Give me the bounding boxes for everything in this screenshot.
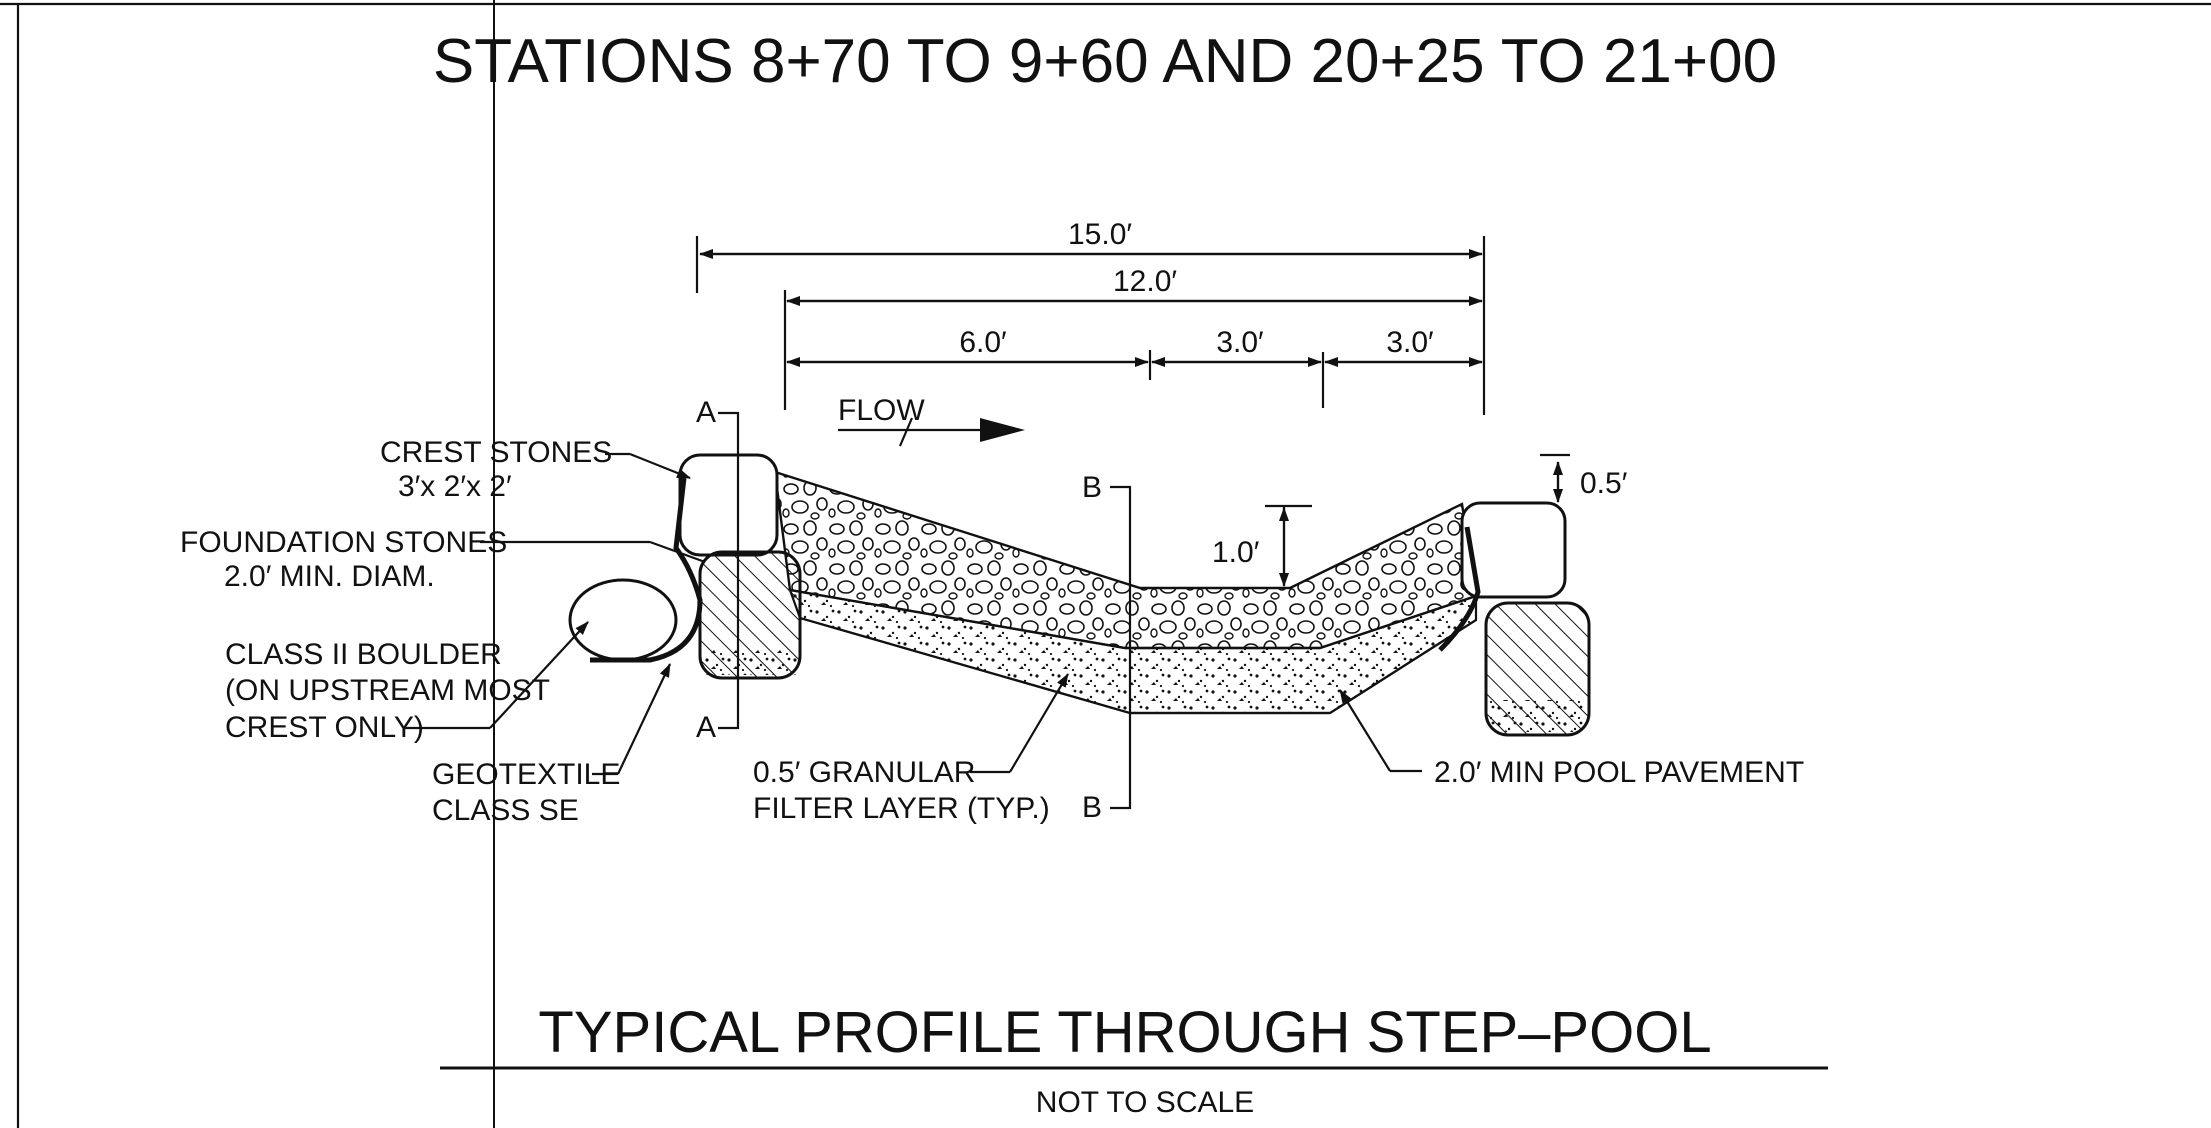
dimension-crest-rise-label: 0.5′ <box>1580 467 1628 500</box>
callout-crest-stones: CREST STONES 3′x 2′x 2′ <box>380 436 691 503</box>
section-a-top-label: A <box>696 396 716 429</box>
callout-class-ii-boulder: CLASS II BOULDER (ON UPSTREAM MOST CREST… <box>225 621 589 744</box>
dimension-pool-depth-label: 1.0′ <box>1212 536 1260 569</box>
dimension-crest-rise: 0.5′ <box>1540 453 1628 503</box>
geotextile-right <box>1438 526 1481 652</box>
pavement-bottom-line <box>799 616 1477 715</box>
dimension-pool-depth: 1.0′ <box>1212 504 1312 587</box>
dimension-seg1-label: 6.0′ <box>959 326 1007 359</box>
scale-note: NOT TO SCALE <box>1036 1086 1254 1119</box>
crest-stones-label: CREST STONES <box>380 436 612 469</box>
boulder-label-1: CLASS II BOULDER <box>225 638 502 671</box>
dimension-seg3-label: 3.0′ <box>1386 326 1434 359</box>
foundation-stones-size: 2.0′ MIN. DIAM. <box>224 560 435 593</box>
crest-stone-right <box>1460 501 1567 599</box>
crest-stones-size: 3′x 2′x 2′ <box>398 470 512 503</box>
dimension-inner-label: 12.0′ <box>1113 265 1177 298</box>
boulder-label-2: (ON UPSTREAM MOST <box>225 674 550 707</box>
flow-label: FLOW <box>838 394 925 427</box>
section-a-marker: A A <box>696 396 740 744</box>
class-ii-boulder <box>568 578 678 662</box>
pool-pavement-label: 2.0′ MIN POOL PAVEMENT <box>1434 756 1804 789</box>
flow-arrow: FLOW <box>838 394 1025 447</box>
geotextile-left <box>590 477 703 663</box>
section-b-marker: B B <box>1082 471 1132 824</box>
geotextile-label-2: CLASS SE <box>432 794 579 827</box>
filter-label-1: 0.5′ GRANULAR <box>753 756 975 789</box>
section-b-bottom-label: B <box>1082 791 1102 824</box>
dimension-overall: 15.0′ <box>695 218 1486 415</box>
filter-label-2: FILTER LAYER (TYP.) <box>753 792 1050 825</box>
foundation-stone-right-base <box>1490 700 1585 732</box>
foundation-stone-left-base <box>703 650 797 675</box>
dimension-segments: 6.0′ 3.0′ 3.0′ <box>786 326 1483 408</box>
callout-geotextile: GEOTEXTILE CLASS SE <box>432 663 671 827</box>
section-a-bottom-label: A <box>696 711 716 744</box>
foundation-stones-label: FOUNDATION STONES <box>180 526 507 559</box>
callout-filter-layer: 0.5′ GRANULAR FILTER LAYER (TYP.) <box>753 673 1069 825</box>
dimension-overall-label: 15.0′ <box>1068 218 1132 251</box>
geotextile-label-1: GEOTEXTILE <box>432 758 620 791</box>
callout-foundation-stones: FOUNDATION STONES 2.0′ MIN. DIAM. <box>180 526 706 593</box>
section-b-top-label: B <box>1082 471 1102 504</box>
drawing-subtitle: TYPICAL PROFILE THROUGH STEP–POOL <box>538 1000 1711 1065</box>
dimension-inner: 12.0′ <box>783 265 1483 410</box>
dimension-seg2-label: 3.0′ <box>1216 326 1264 359</box>
boulder-label-3: CREST ONLY) <box>225 711 424 744</box>
drawing-title: STATIONS 8+70 TO 9+60 AND 20+25 TO 21+00 <box>433 27 1777 96</box>
crest-stone-left <box>678 453 779 557</box>
callout-pool-pavement: 2.0′ MIN POOL PAVEMENT <box>1339 689 1804 789</box>
